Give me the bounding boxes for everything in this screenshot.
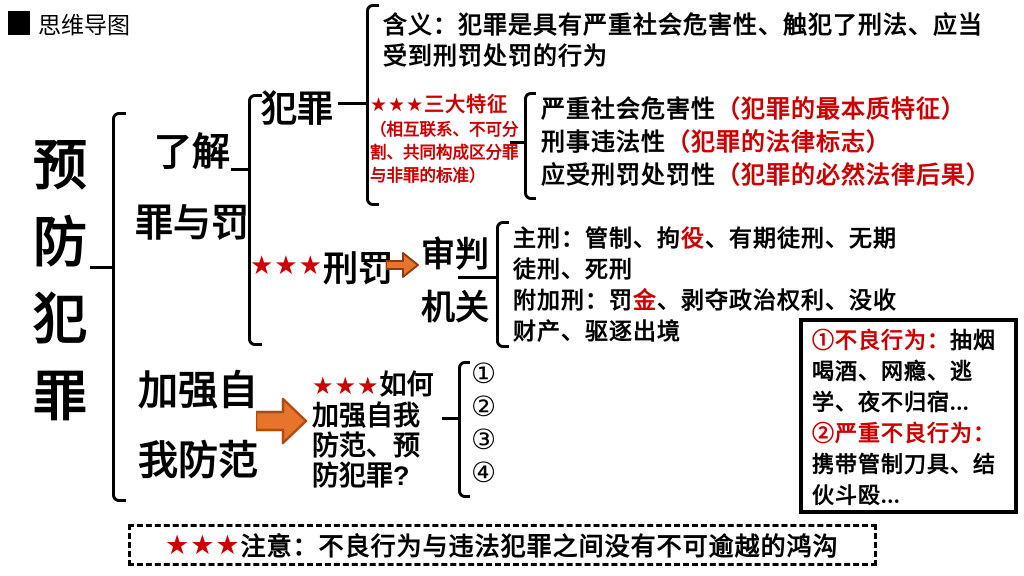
note-box: ★★★注意：不良行为与违法犯罪之间没有不可逾越的鸿沟 — [128, 524, 877, 566]
features-title: 三大特征 — [424, 94, 509, 116]
feature-item: 严重社会危害性（犯罪的最本质特征） — [541, 97, 966, 123]
how-to-question: ★★★如何 加强自我 防范、预 防犯罪? — [312, 370, 462, 491]
features-note: （相互联系、不可分割、共同构成区分罪与非罪的标准） — [370, 120, 519, 185]
connector-root — [90, 266, 112, 269]
connector-understand — [231, 168, 248, 171]
bad-behavior-box: ①不良行为：抽烟喝酒、网瘾、逃学、夜不归宿... ②严重不良行为：携带管制刀具、… — [799, 318, 1018, 514]
arrow-right-icon — [386, 252, 419, 278]
slide-header: 思维导图 — [8, 6, 130, 40]
three-stars-icon: ★★★ — [250, 251, 323, 281]
bracket-understand — [248, 94, 262, 346]
feature-item-list: 严重社会危害性（犯罪的最本质特征） 刑事违法性（犯罪的法律标志） 应受刑罚处罚性… — [541, 94, 1021, 193]
arrow-right-icon — [256, 397, 308, 445]
bracket-features — [524, 92, 536, 200]
note-text: 注意：不良行为与违法犯罪之间没有不可逾越的鸿沟 — [240, 534, 839, 561]
connector-how — [442, 417, 458, 420]
crime-meaning-text: 含义：犯罪是具有严重社会危害性、触犯了刑法、应当受到刑罚处罚的行为 — [383, 13, 983, 70]
crime-node-label: 犯罪 — [261, 89, 334, 129]
three-stars-icon: ★★★ — [370, 94, 425, 116]
additional-penalty-line: 附加刑：罚金、剥夺政治权利、没收财产、驱逐出境 — [513, 288, 897, 344]
connector-crime — [338, 102, 366, 105]
bracket-penalties — [496, 221, 509, 348]
penalty-details: 主刑：管制、拘役、有期徒刑、无期徒刑、死刑 附加刑：罚金、剥夺政治权利、没收财产… — [513, 223, 903, 347]
bracket-root — [112, 112, 126, 502]
how-line-1: ★★★如何 — [312, 370, 434, 400]
bracket-crime — [366, 4, 379, 206]
three-stars-icon: ★★★ — [312, 372, 380, 400]
punishment-node-label: ★★★刑罚 — [250, 249, 393, 289]
feature-item: 刑事违法性（犯罪的法律标志） — [541, 130, 891, 156]
branch-prevent-label: 加强自 我防范 — [138, 368, 258, 483]
step-number: ① — [471, 359, 497, 390]
step-number-list: ① ② ③ ④ — [471, 358, 496, 490]
feature-item: 应受刑罚处罚性（犯罪的必然法律后果） — [541, 163, 991, 189]
connector-organ — [458, 276, 496, 279]
serious-bad-behavior-item: ②严重不良行为：携带管制刀具、结伙斗殴... — [812, 421, 997, 508]
three-stars-icon: ★★★ — [165, 529, 241, 561]
step-number: ④ — [471, 458, 497, 489]
crime-features-heading: ★★★三大特征 （相互联系、不可分割、共同构成区分罪与非罪的标准） — [370, 92, 526, 187]
step-number: ② — [471, 392, 497, 423]
black-square-icon — [8, 11, 30, 35]
main-penalty-line: 主刑：管制、拘役、有期徒刑、无期徒刑、死刑 — [513, 226, 897, 282]
bracket-steps — [458, 361, 470, 498]
header-label: 思维导图 — [38, 13, 130, 38]
root-topic-title: 预防犯罪 — [33, 136, 87, 427]
step-number: ③ — [471, 425, 497, 456]
judicial-organ-label: 审判 机关 — [421, 237, 489, 327]
connector-features — [510, 141, 524, 144]
bad-behavior-item: ①不良行为：抽烟喝酒、网瘾、逃学、夜不归宿... — [812, 328, 997, 415]
branch-understand-label: 了解 罪与罚 — [134, 132, 249, 245]
